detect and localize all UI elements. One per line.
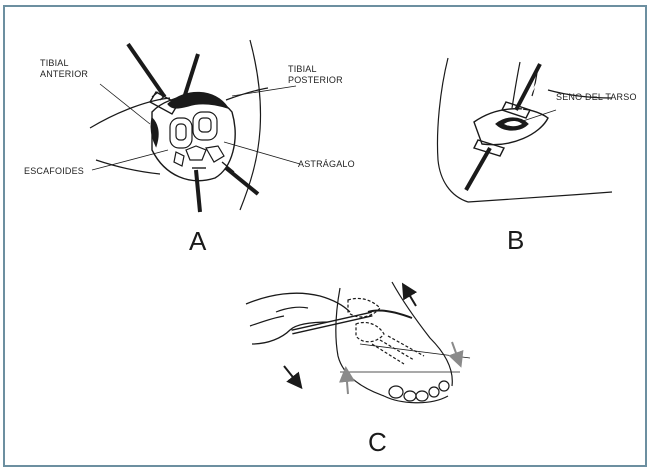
panel-letter-a: A — [189, 227, 206, 255]
panel-letter-b: B — [507, 226, 524, 254]
label-tibial-anterior: TIBIAL ANTERIOR — [40, 58, 100, 80]
panel-c-drawing — [246, 282, 470, 403]
panel-letter-c: C — [368, 428, 387, 456]
panel-a-drawing — [90, 40, 300, 212]
label-escafoides: ESCAFOIDES — [24, 166, 84, 177]
label-tibial-posterior: TIBIAL POSTERIOR — [288, 64, 358, 86]
panel-b-drawing — [437, 58, 612, 202]
label-astragalo: ASTRÁGALO — [298, 159, 355, 170]
label-seno-del-tarso: SENO DEL TARSO — [556, 92, 637, 103]
panel-c-arrows — [284, 286, 460, 394]
